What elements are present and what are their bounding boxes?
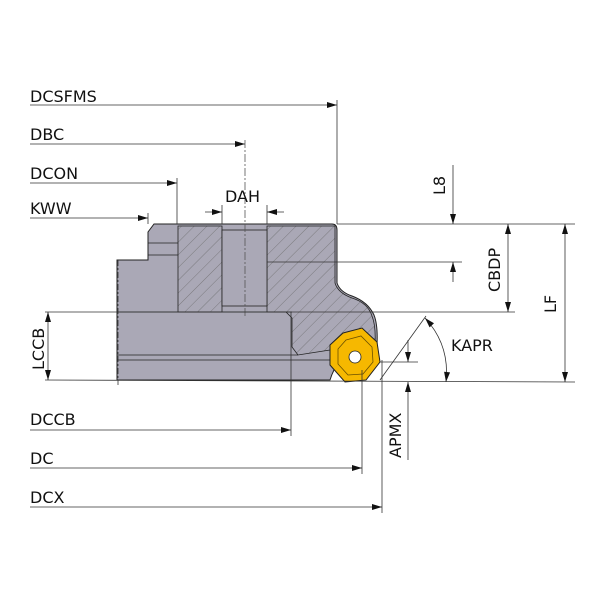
label-kww: KWW	[30, 199, 72, 218]
label-apmx: APMX	[386, 413, 405, 458]
label-lf: LF	[541, 295, 560, 313]
insert	[329, 327, 381, 383]
label-dc: DC	[30, 449, 54, 468]
label-kapr: KAPR	[451, 336, 493, 355]
label-dccb: DCCB	[30, 410, 76, 429]
dimension-lines	[30, 102, 568, 510]
label-lccb: LCCB	[29, 328, 48, 370]
label-dcsfms: DCSFMS	[30, 87, 97, 106]
label-dah: DAH	[225, 187, 260, 206]
label-dcon: DCON	[30, 164, 78, 183]
label-l8: L8	[430, 176, 449, 195]
label-dcx: DCX	[30, 488, 64, 507]
label-cbdp: CBDP	[485, 248, 504, 292]
label-dbc: DBC	[30, 125, 64, 144]
